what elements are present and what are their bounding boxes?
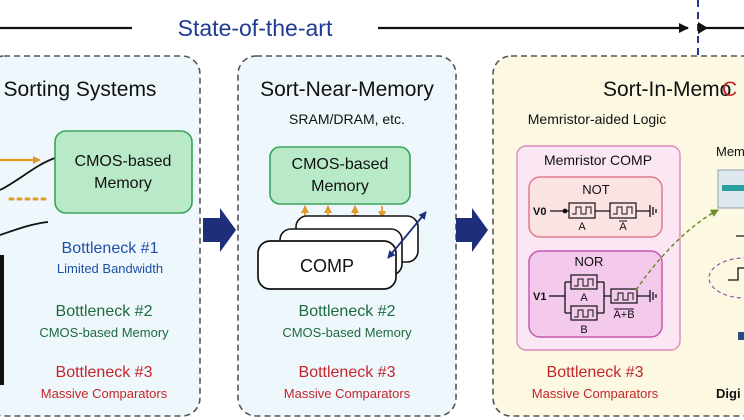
ground-icon	[649, 205, 657, 217]
bottleneck-2-desc: CMOS-based Memory	[39, 325, 169, 340]
memristor-nor-out-symbol	[614, 292, 634, 301]
memristor-nor-b-symbol	[574, 309, 594, 318]
device-step	[728, 267, 744, 281]
not-gate-node	[562, 208, 568, 214]
memory-box	[54, 130, 193, 214]
cropped-right-area: C Mem Digi	[708, 78, 744, 401]
panel-sorting-systems-frame	[0, 55, 201, 417]
not-gate-input: V0	[533, 206, 546, 218]
bottleneck-1-desc: Limited Bandwidth	[57, 261, 163, 276]
not-gate-label: NOT	[582, 182, 610, 197]
right-edge-label-mem: Mem	[716, 144, 744, 159]
bottleneck-3-desc: Massive Comparators	[532, 386, 659, 401]
panel-subtitle: Memristor-aided Logic	[528, 111, 667, 127]
bottleneck-3-name: Bottleneck #3	[547, 364, 644, 381]
nor-gate-in-a: A	[580, 292, 588, 304]
bottleneck-3-desc: Massive Comparators	[284, 386, 411, 401]
flow-arrow-1	[203, 208, 236, 252]
header-title: State-of-the-art	[178, 15, 333, 41]
memory-label-line2: Memory	[94, 175, 152, 192]
stack-depth-arrow	[387, 211, 427, 259]
bottleneck-3-name: Bottleneck #3	[299, 364, 396, 381]
panel-subtitle: SRAM/DRAM, etc.	[289, 111, 405, 127]
data-curve	[0, 157, 56, 191]
memristor-a-symbol	[572, 206, 592, 215]
nor-gate-out: A+B	[613, 309, 634, 321]
memory-box	[269, 146, 411, 205]
right-edge-label-c: C	[722, 78, 737, 101]
not-gate-out-a: A	[578, 221, 586, 233]
nor-gate-in-b: B	[580, 324, 587, 336]
bottleneck-2-desc: CMOS-based Memory	[282, 325, 412, 340]
nor-gate-box	[528, 250, 663, 338]
panel-title: Sort-In-Memo	[603, 78, 731, 101]
link-arrow	[635, 209, 719, 291]
right-edge-label-digi: Digi	[716, 386, 741, 401]
flow-arrow-2	[456, 208, 488, 252]
memristor-abar-symbol	[613, 206, 633, 215]
memory-label-line1: CMOS-based	[292, 156, 389, 173]
ground-icon	[649, 290, 657, 302]
memory-label-line2: Memory	[311, 178, 369, 195]
comp-box	[257, 240, 397, 290]
bottleneck-2-name: Bottleneck #2	[56, 303, 153, 320]
bottleneck-3-name: Bottleneck #3	[56, 364, 153, 381]
panel-title: Sort-Near-Memory	[260, 78, 434, 101]
nor-gate-input: V1	[533, 291, 546, 303]
bottleneck-2-name: Bottleneck #2	[299, 303, 396, 320]
device-strip-teal	[722, 185, 744, 191]
header-arrow-tip-right	[698, 22, 708, 34]
panel-sorting-systems: Sorting Systems CMOS-based Memory Bottle…	[0, 55, 201, 417]
data-curve-2	[0, 221, 49, 236]
nor-gate-label: NOR	[575, 254, 604, 269]
panel-sort-near-memory: Sort-Near-Memory SRAM/DRAM, etc. CMOS-ba…	[237, 55, 457, 417]
bottleneck-3-desc: Massive Comparators	[41, 386, 168, 401]
memristor-comp-title: Memristor COMP	[544, 152, 652, 168]
memristor-nor-a-symbol	[574, 278, 594, 287]
device-small-block	[738, 332, 744, 340]
panel-title: Sorting Systems	[4, 78, 157, 101]
memory-label-line1: CMOS-based	[75, 153, 172, 170]
left-black-bar	[0, 255, 4, 385]
not-gate-out-abar: A	[619, 221, 627, 233]
comp-label: COMP	[300, 256, 354, 276]
panel-sort-in-memory: Sort-In-Memo Memristor-aided Logic Memri…	[492, 55, 744, 417]
bottleneck-1-name: Bottleneck #1	[62, 240, 159, 257]
